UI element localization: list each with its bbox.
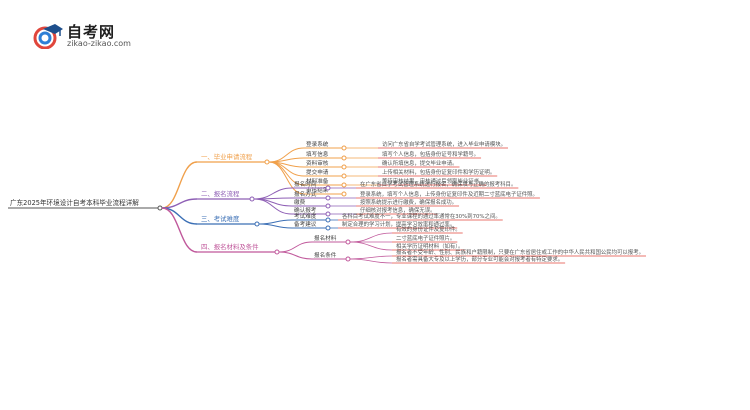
leaf-node: 确认所填信息，提交毕业申请。 bbox=[382, 159, 457, 167]
leaf-node: 上传相关材料，包括身份证复印件和学历证明。 bbox=[382, 168, 495, 176]
sub-node: 登录系统 bbox=[306, 140, 329, 148]
sub-node: 缴费 bbox=[294, 198, 306, 206]
connector-line bbox=[258, 219, 293, 225]
leaf-node: 等待审核结果，审核通过后领取毕业证书。 bbox=[382, 177, 484, 185]
node-dot bbox=[157, 205, 163, 211]
connector-line bbox=[349, 258, 393, 264]
connector-line bbox=[349, 241, 393, 251]
connector-line bbox=[161, 161, 198, 209]
leaf-node: 有效的身份证件及复印件。 bbox=[396, 225, 461, 233]
connector-line bbox=[349, 232, 393, 243]
logo-domain: zikao-zikao.com bbox=[67, 39, 131, 48]
sub-node: 填写信息 bbox=[306, 150, 329, 158]
sub-node: 报名材料 bbox=[314, 234, 337, 242]
connector-line bbox=[349, 255, 393, 260]
sub-node: 资料审核 bbox=[306, 159, 329, 167]
node-dot bbox=[341, 182, 347, 188]
node-dot bbox=[341, 191, 347, 197]
node-dot bbox=[341, 155, 347, 161]
branch-node: 二、报名流程 bbox=[201, 189, 240, 198]
connector-line bbox=[253, 198, 293, 207]
leaf-node: 各科目考试难度不一，专业课程的通过率通常在30%到70%之间。 bbox=[342, 212, 501, 220]
sub-node: 提交申请 bbox=[306, 168, 329, 176]
leaf-node: 登录系统，填写个人信息，上传身份证复印件及近期二寸蓝底电子证件照。 bbox=[360, 190, 538, 198]
node-dot bbox=[325, 225, 331, 231]
leaf-node: 报名者需具备大专及以上学历，部分专业可能会对报考者有特定要求。 bbox=[396, 255, 563, 263]
branch-node: 三、考试难度 bbox=[201, 214, 240, 223]
node-dot bbox=[325, 185, 331, 191]
leaf-node: 二寸蓝底电子证件照片。 bbox=[396, 234, 455, 242]
node-dot bbox=[325, 203, 331, 209]
graduation-cap-logo-icon bbox=[33, 24, 63, 49]
sub-node: 报名条件 bbox=[314, 251, 337, 259]
connector-line bbox=[161, 207, 198, 225]
node-dot bbox=[325, 211, 331, 217]
node-dot bbox=[249, 196, 255, 202]
branch-node: 一、毕业申请流程 bbox=[201, 152, 253, 161]
root-node: 广东2025年环境设计自考本科毕业流程详解 bbox=[10, 198, 139, 207]
branch-node: 四、报名材料及条件 bbox=[201, 242, 259, 251]
node-dot bbox=[325, 217, 331, 223]
leaf-node: 报名者不受年龄、性别、民族和户籍限制，只要在广东省居住或工作的中华人民共和国公民… bbox=[396, 248, 644, 256]
leaf-node: 在广东省自学考试管理系统进行报名，确保填写正确的报考科目。 bbox=[360, 180, 516, 188]
node-dot bbox=[264, 159, 270, 165]
node-dot bbox=[254, 221, 260, 227]
sub-node: 材料准备 bbox=[306, 177, 329, 185]
leaf-node: 相关学历证明材料（如有）。 bbox=[396, 242, 463, 250]
node-dot bbox=[345, 256, 351, 262]
connector-line bbox=[268, 161, 305, 195]
leaf-node: 访问广东省自学考试管理系统，进入毕业申请模块。 bbox=[382, 140, 506, 148]
connector-line bbox=[253, 187, 293, 200]
leaf-node: 制定合理的学习计划，提高学习效率和通过率。 bbox=[342, 220, 455, 228]
connector-line bbox=[161, 207, 198, 253]
sub-node: 确认报考 bbox=[294, 206, 317, 214]
sub-node: 报名方式 bbox=[294, 190, 317, 198]
connector-line bbox=[268, 157, 305, 163]
leaf-node: 仔细核对报考信息，确保无误。 bbox=[360, 206, 435, 214]
leaf-node: 填写个人信息，包括身份证号和学籍号。 bbox=[382, 150, 479, 158]
sub-node: 报名时间 bbox=[294, 180, 317, 188]
leaf-node: 按照系统提示进行缴费，确保报名成功。 bbox=[360, 198, 457, 206]
node-dot bbox=[325, 195, 331, 201]
node-dot bbox=[341, 173, 347, 179]
logo-title: 自考网 bbox=[67, 23, 116, 41]
node-dot bbox=[341, 145, 347, 151]
sub-node: 审核结果 bbox=[306, 186, 329, 194]
node-dot bbox=[345, 239, 351, 245]
site-logo[interactable]: 自考网 zikao-zikao.com bbox=[33, 21, 143, 51]
connector-line bbox=[253, 198, 293, 215]
sub-node: 备考建议 bbox=[294, 220, 317, 228]
node-dot bbox=[274, 249, 280, 255]
connector-line bbox=[258, 223, 293, 229]
connector-line bbox=[278, 251, 313, 260]
sub-node: 考试难度 bbox=[294, 212, 317, 220]
connector-line bbox=[278, 241, 313, 253]
node-dot bbox=[341, 164, 347, 170]
